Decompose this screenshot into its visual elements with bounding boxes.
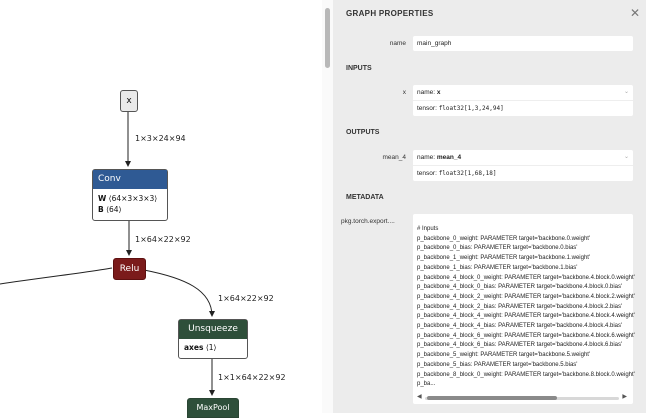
metadata-line: # Inputs	[417, 226, 439, 232]
node-unsqueeze-attr-axes: axes ⟨1⟩	[179, 339, 247, 356]
node-relu[interactable]: Relu	[113, 258, 146, 280]
graph-properties-panel: GRAPH PROPERTIES ✕ name main_graph INPUT…	[333, 0, 646, 413]
node-conv-attr-b: B ⟨64⟩	[93, 204, 167, 215]
vertical-scrollbar[interactable]	[322, 0, 333, 413]
scroll-left-icon[interactable]: ◀	[417, 394, 422, 400]
close-icon[interactable]: ✕	[630, 6, 641, 20]
metadata-line: p_backbone_0_weight: PARAMETER target='b…	[417, 235, 591, 242]
horizontal-scrollbar[interactable]: ◀ ▶	[417, 394, 627, 401]
edge-label-unsqueeze-maxpool: 1×1×64×22×92	[218, 373, 286, 382]
metadata-line: p_backbone_5_weight: PARAMETER target='b…	[417, 352, 591, 359]
output-tensor-line: tensor: float32[1,68,18]	[413, 166, 633, 181]
name-label: name	[389, 40, 406, 47]
metadata-line: p_backbone_4_block_0_weight: PARAMETER t…	[417, 274, 635, 281]
attr-name: B	[98, 205, 104, 214]
metadata-line: p_backbone_1_bias: PARAMETER target='bac…	[417, 264, 578, 271]
output-box[interactable]: name: mean_4 ⌄ tensor: float32[1,68,18]	[413, 150, 633, 181]
chevron-down-icon[interactable]: ⌄	[623, 89, 629, 95]
metadata-line: p_backbone_5_bias: PARAMETER target='bac…	[417, 361, 578, 368]
metadata-value-box[interactable]: # Inputs p_backbone_0_weight: PARAMETER t…	[413, 214, 635, 404]
output-label: mean_4	[382, 154, 407, 161]
metadata-line: p_backbone_4_block_6_bias: PARAMETER tar…	[417, 342, 623, 349]
edge-incoming-relu	[0, 267, 113, 285]
node-input-x[interactable]: x	[120, 90, 138, 112]
attr-value: ⟨64⟩	[106, 205, 122, 214]
edge-label-relu-unsqueeze: 1×64×22×92	[218, 294, 274, 303]
metadata-line: p_backbone_8_block_0_weight: PARAMETER t…	[417, 371, 635, 378]
attr-name: W	[98, 194, 107, 203]
node-conv-title: Conv	[93, 170, 167, 189]
input-name-line: name: x ⌄	[413, 85, 633, 101]
node-unsqueeze-title: Unsqueeze	[179, 320, 247, 339]
name-value-box: main_graph	[413, 36, 633, 51]
output-name-line: name: mean_4 ⌄	[413, 150, 633, 166]
node-conv-attr-w: W ⟨64×3×3×3⟩	[93, 193, 167, 204]
input-tensor-line: tensor: float32[1,3,24,94]	[413, 101, 633, 116]
metadata-line: p_backbone_4_block_6_weight: PARAMETER t…	[417, 332, 635, 339]
name-prefix: name:	[417, 89, 436, 96]
attr-value: ⟨64×3×3×3⟩	[108, 194, 158, 203]
inputs-header: INPUTS	[346, 65, 372, 72]
edge-label-x-conv: 1×3×24×94	[135, 134, 186, 143]
chevron-down-icon[interactable]: ⌄	[623, 154, 629, 160]
metadata-header: METADATA	[346, 194, 384, 201]
node-unsqueeze[interactable]: Unsqueeze axes ⟨1⟩	[178, 319, 248, 359]
graph-edges: 1×3×24×94 1×64×22×92 1×64×22×92 1×1×64×2…	[0, 111, 286, 396]
metadata-line: p_backbone_0_bias: PARAMETER target='bac…	[417, 245, 578, 252]
metadata-line: p_backbone_4_block_4_weight: PARAMETER t…	[417, 313, 635, 320]
input-label: x	[402, 89, 406, 96]
edge-label-conv-relu: 1×64×22×92	[135, 235, 191, 244]
input-box[interactable]: name: x ⌄ tensor: float32[1,3,24,94]	[413, 85, 633, 116]
name-prefix: name:	[417, 154, 436, 161]
edge-relu-unsqueeze	[143, 269, 215, 317]
scrollbar-thumb[interactable]	[325, 8, 330, 68]
metadata-line: p_backbone_4_block_4_bias: PARAMETER tar…	[417, 323, 623, 330]
metadata-line: p_backbone_4_block_2_bias: PARAMETER tar…	[417, 303, 623, 310]
graph-canvas[interactable]: 1×3×24×94 1×64×22×92 1×64×22×92 1×1×64×2…	[0, 0, 322, 418]
output-name: mean_4	[436, 154, 462, 161]
attr-value: ⟨1⟩	[205, 343, 217, 352]
node-conv[interactable]: Conv W ⟨64×3×3×3⟩ B ⟨64⟩	[92, 169, 168, 221]
metadata-key: pkg.torch.export....	[341, 218, 395, 225]
metadata-line: p_backbone_4_block_0_bias: PARAMETER tar…	[417, 284, 623, 291]
scrollbar-thumb[interactable]	[427, 396, 557, 400]
scroll-right-icon[interactable]: ▶	[622, 394, 627, 400]
attr-name: axes	[184, 343, 204, 352]
input-tensor-type: float32[1,3,24,94]	[438, 105, 504, 112]
graph-name-value: main_graph	[417, 40, 452, 47]
panel-title: GRAPH PROPERTIES	[346, 9, 434, 18]
tensor-prefix: tensor:	[417, 170, 437, 177]
metadata-text: # Inputs p_backbone_0_weight: PARAMETER t…	[417, 225, 635, 390]
tensor-prefix: tensor:	[417, 105, 437, 112]
outputs-header: OUTPUTS	[346, 129, 380, 136]
input-name: x	[436, 89, 441, 96]
node-maxpool[interactable]: MaxPool	[187, 398, 239, 418]
metadata-line: p_backbone_1_weight: PARAMETER target='b…	[417, 255, 591, 262]
metadata-line: p_ba...	[417, 381, 436, 388]
output-tensor-type: float32[1,68,18]	[438, 170, 497, 177]
metadata-line: p_backbone_4_block_2_weight: PARAMETER t…	[417, 293, 635, 300]
